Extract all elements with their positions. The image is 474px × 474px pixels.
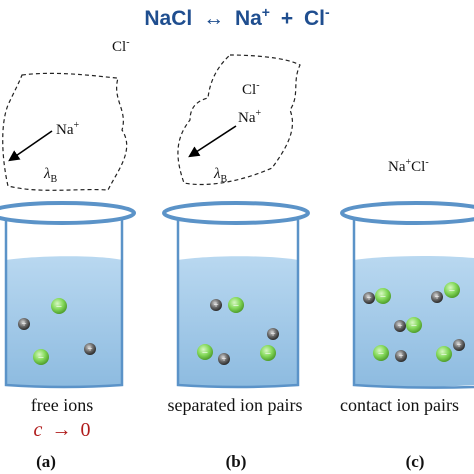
water [178, 256, 298, 387]
chloride-ion: − [228, 297, 244, 313]
sodium-ion: + [267, 328, 279, 340]
svg-text:+: + [366, 293, 371, 303]
svg-text:−: − [380, 291, 386, 303]
panel-letter: (a) [36, 452, 56, 471]
chloride-ion: − [444, 282, 460, 298]
svg-text:−: − [411, 320, 417, 332]
chloride-ion: − [260, 345, 276, 361]
svg-text:−: − [38, 352, 44, 364]
panel-caption: separated ion pairs [168, 395, 303, 415]
svg-text:+: + [87, 344, 92, 354]
chloride-label: Cl- [242, 80, 260, 98]
svg-text:+: + [434, 292, 439, 302]
equation-plus: + [281, 7, 293, 30]
beaker-body [4, 220, 124, 389]
beaker-rim [340, 201, 474, 225]
beaker-rim [162, 201, 310, 225]
chloride-ion: − [436, 346, 452, 362]
chloride-ion: − [33, 349, 49, 365]
svg-text:−: − [202, 347, 208, 359]
sodium-label: Na+ [238, 108, 262, 126]
sodium-ion: + [394, 320, 406, 332]
sodium-ion: + [431, 291, 443, 303]
svg-text:−: − [56, 301, 62, 313]
panel-c: Na+Cl- + − + − + − − + − + contact ion p… [340, 157, 474, 471]
equation-arrow: ↔ [203, 7, 224, 30]
svg-text:−: − [265, 348, 271, 360]
svg-text:−: − [378, 348, 384, 360]
panel-a: Cl- Na+ λB − − + + free ions c → 0 (a) [0, 37, 136, 471]
panel-caption: free ions [31, 395, 93, 415]
chloride-ion: − [406, 317, 422, 333]
svg-text:+: + [21, 319, 26, 329]
sodium-ion: + [395, 350, 407, 362]
sodium-ion: + [453, 339, 465, 351]
chloride-ion: − [373, 345, 389, 361]
equation-cl: Cl [304, 7, 325, 30]
equation-title: NaCl ↔ Na+ + Cl- [144, 0, 330, 30]
svg-text:+: + [397, 321, 402, 331]
concentration-limit: c → 0 [34, 419, 91, 441]
beaker-rim [0, 201, 136, 225]
sodium-ion: + [218, 353, 230, 365]
contact-pair-label: Na+Cl- [388, 157, 429, 175]
svg-text:+: + [270, 329, 275, 339]
panel-caption: contact ion pairs [340, 395, 459, 415]
svg-text:+: + [398, 351, 403, 361]
sodium-ion: + [84, 343, 96, 355]
chloride-ion: − [375, 288, 391, 304]
equation-lhs: NaCl [144, 7, 192, 30]
svg-text:+: + [221, 354, 226, 364]
bjerrum-length-label: λB [213, 166, 228, 185]
panel-letter: (c) [406, 452, 425, 471]
debye-boundary-outline [2, 72, 128, 191]
chloride-ion: − [51, 298, 67, 314]
beaker-body [176, 220, 300, 389]
panel-b: Cl- Na+ λB − + − + + − separated ion pai… [162, 54, 310, 471]
sodium-label: Na+ [56, 120, 80, 138]
bjerrum-length-arrow [8, 130, 53, 162]
sodium-ion: + [363, 292, 375, 304]
sodium-ion: + [18, 318, 30, 330]
svg-text:−: − [449, 285, 455, 297]
equation-cl-charge: - [325, 4, 330, 20]
beaker [0, 201, 136, 389]
equation-na: Na [235, 7, 262, 30]
svg-text:−: − [233, 300, 239, 312]
beaker [162, 201, 310, 389]
equation-na-charge: + [262, 4, 270, 20]
panel-letter: (b) [226, 452, 247, 471]
chloride-ion: − [197, 344, 213, 360]
beaker-body [352, 220, 474, 389]
chloride-label: Cl- [112, 37, 130, 55]
sodium-ion: + [210, 299, 222, 311]
bjerrum-length-arrow [188, 125, 237, 158]
svg-text:+: + [456, 340, 461, 350]
debye-boundary-outline [177, 54, 301, 186]
svg-text:+: + [213, 300, 218, 310]
bjerrum-length-label: λB [43, 166, 58, 185]
svg-text:−: − [441, 349, 447, 361]
